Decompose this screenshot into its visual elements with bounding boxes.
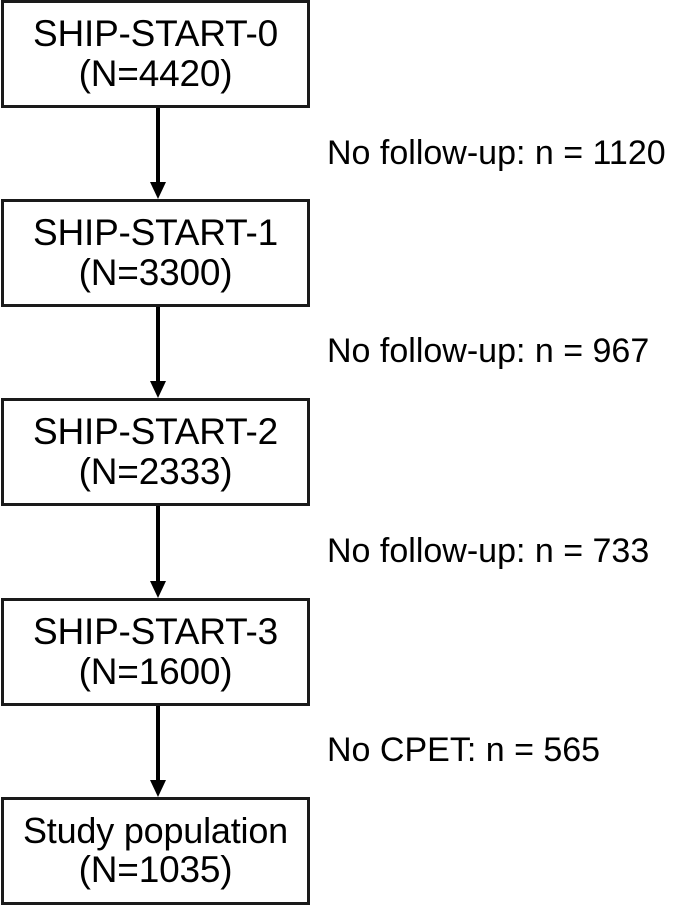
flow-node-ship-start-1: SHIP-START-1 (N=3300)	[1, 199, 310, 307]
flow-node-ship-start-0: SHIP-START-0 (N=4420)	[1, 0, 310, 108]
node-count: (N=4420)	[78, 53, 233, 94]
arrow-shaft	[156, 506, 160, 583]
flow-node-ship-start-3: SHIP-START-3 (N=1600)	[1, 598, 310, 706]
edge-label-no-follow-up-967: No follow-up: n = 967	[327, 332, 650, 370]
down-arrow-icon-edge-3	[150, 706, 166, 797]
node-count: (N=1035)	[78, 849, 233, 891]
arrow-shaft	[156, 307, 160, 383]
arrow-shaft	[156, 108, 160, 184]
arrow-shaft	[156, 706, 160, 782]
arrow-head	[150, 581, 166, 598]
edge-label-no-cpet-565: No CPET: n = 565	[327, 731, 601, 769]
node-title: SHIP-START-1	[32, 212, 278, 254]
down-arrow-icon-edge-1	[150, 307, 166, 398]
node-count: (N=1600)	[78, 651, 233, 692]
edge-label-no-follow-up-1120: No follow-up: n = 1120	[327, 134, 666, 172]
down-arrow-icon-edge-0	[150, 108, 166, 199]
node-count: (N=2333)	[78, 451, 233, 492]
node-title: SHIP-START-2	[32, 411, 278, 453]
node-title: SHIP-START-3	[32, 611, 278, 653]
arrow-head	[150, 381, 166, 398]
node-count: (N=3300)	[78, 252, 233, 293]
down-arrow-icon-edge-2	[150, 506, 166, 598]
arrow-head	[150, 182, 166, 199]
edge-label-no-follow-up-733: No follow-up: n = 733	[327, 532, 650, 570]
flow-node-ship-start-2: SHIP-START-2 (N=2333)	[1, 398, 310, 506]
node-title: SHIP-START-0	[32, 13, 278, 55]
flow-node-study-population: Study population (N=1035)	[1, 797, 310, 905]
arrow-head	[150, 780, 166, 797]
node-title: Study population	[22, 809, 288, 851]
